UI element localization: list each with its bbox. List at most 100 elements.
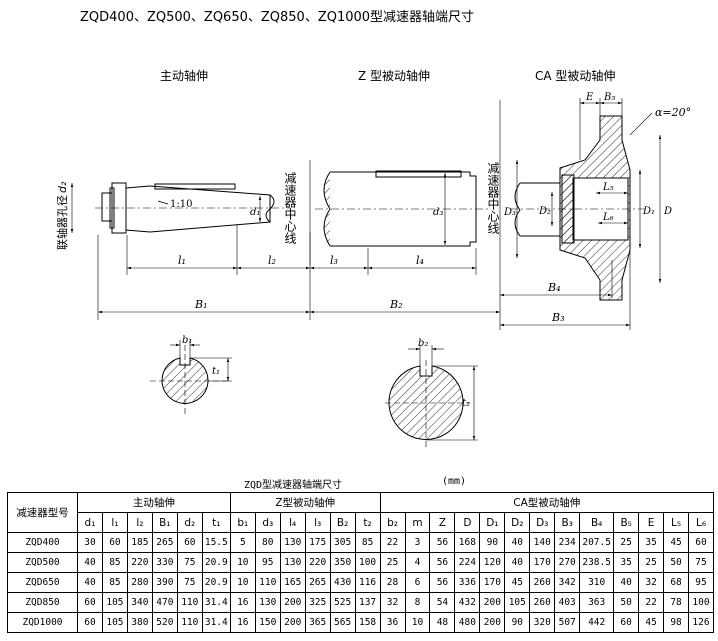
value-cell: 185 [126,532,153,553]
value-cell: 325 [304,592,331,613]
value-cell: 54 [429,592,456,613]
t1-label: t₁ [212,366,220,377]
value-cell: 3 [404,532,431,553]
value-cell: 40 [77,552,103,573]
value-cell: 60 [101,532,128,553]
value-cell: 363 [579,592,615,613]
ca-output-shaft: E B₅ α=20° D₁ D D₃ D₂ L₅ L₆ [503,92,691,301]
value-cell: 165 [279,572,306,593]
value-cell: 10 [229,572,256,593]
value-cell: 305 [329,532,356,553]
model-cell: ZQD850 [7,592,78,613]
column-header: Z [429,512,456,533]
B3-label: B₃ [551,311,565,324]
value-cell: 40 [77,572,103,593]
column-header: d₂ [176,512,203,533]
D1-label: D₁ [642,206,655,217]
value-cell: 25 [613,532,640,553]
value-cell: 35 [638,532,665,553]
value-cell: 340 [126,592,153,613]
column-header: B₁ [151,512,178,533]
value-cell: 200 [479,592,506,613]
value-cell: 200 [279,592,306,613]
coupling-bore-label: 联轴器孔径d₂ [55,181,69,250]
b2-label: b₂ [418,338,428,349]
value-cell: 56 [429,552,456,573]
value-cell: 170 [479,572,506,593]
value-cell: 80 [254,532,281,553]
value-cell: 207.5 [579,532,615,553]
value-cell: 20.9 [201,552,231,573]
value-cell: 85 [101,552,128,573]
E-label: E [585,92,594,103]
value-cell: 365 [304,612,331,633]
value-cell: 310 [579,572,615,593]
value-cell: 280 [126,572,153,593]
column-header: D [454,512,481,533]
column-header: D₂ [504,512,531,533]
value-cell: 60 [77,612,103,633]
value-cell: 110 [176,592,203,613]
value-cell: 520 [151,612,178,633]
value-cell: 60 [176,532,203,553]
model-cell: ZQD1000 [7,612,78,633]
taper-label: 1:10 [170,199,192,210]
angle-label: α=20° [655,106,691,119]
table-caption: ZQD型减速器轴端尺寸 [244,480,343,491]
D2-label: D₂ [538,206,551,217]
B1-label: B₁ [194,298,208,311]
value-cell: 75 [176,572,203,593]
column-header: l₄ [279,512,306,533]
group-header-input: 主动轴伸 [77,492,231,513]
value-cell: 48 [429,612,456,633]
value-cell: 25 [379,552,406,573]
column-header: B₄ [579,512,615,533]
value-cell: 45 [638,612,665,633]
value-cell: 130 [279,552,306,573]
column-header: D₁ [479,512,506,533]
value-cell: 126 [688,612,714,633]
section-input-keyway: b₁ t₁ [150,335,232,415]
D3-label: D₃ [503,207,516,218]
value-cell: 5 [229,532,256,553]
value-cell: 342 [554,572,581,593]
center-line-label-right: 减速器中心线 [486,162,500,234]
value-cell: 75 [688,552,714,573]
value-cell: 100 [688,592,714,613]
value-cell: 31.4 [201,592,231,613]
value-cell: 350 [329,552,356,573]
view-title-z: Z 型被动轴伸 [358,68,430,83]
value-cell: 10 [229,552,256,573]
value-cell: 15.5 [201,532,231,553]
l2-label: l₂ [268,254,276,267]
z-output-shaft: d₃ [315,170,490,247]
column-header: B₅ [613,512,640,533]
value-cell: 234 [554,532,581,553]
value-cell: 105 [504,592,531,613]
value-cell: 260 [529,592,556,613]
value-cell: 100 [354,552,381,573]
value-cell: 40 [504,532,531,553]
value-cell: 32 [379,592,406,613]
value-cell: 95 [254,552,281,573]
table-unit: (mm) [442,476,467,487]
column-header: L₅ [663,512,690,533]
value-cell: 565 [329,612,356,633]
value-cell: 265 [304,572,331,593]
t2-label: t₂ [462,398,470,409]
view-title-input: 主动轴伸 [160,68,208,83]
D-label: D [663,206,672,217]
value-cell: 220 [304,552,331,573]
value-cell: 60 [77,592,103,613]
column-header: b₂ [379,512,406,533]
center-line-label-left: 减速器中心线 [283,172,297,244]
value-cell: 130 [254,592,281,613]
value-cell: 403 [554,592,581,613]
value-cell: 22 [638,592,665,613]
value-cell: 200 [479,612,506,633]
value-cell: 224 [454,552,481,573]
value-cell: 32 [638,572,665,593]
